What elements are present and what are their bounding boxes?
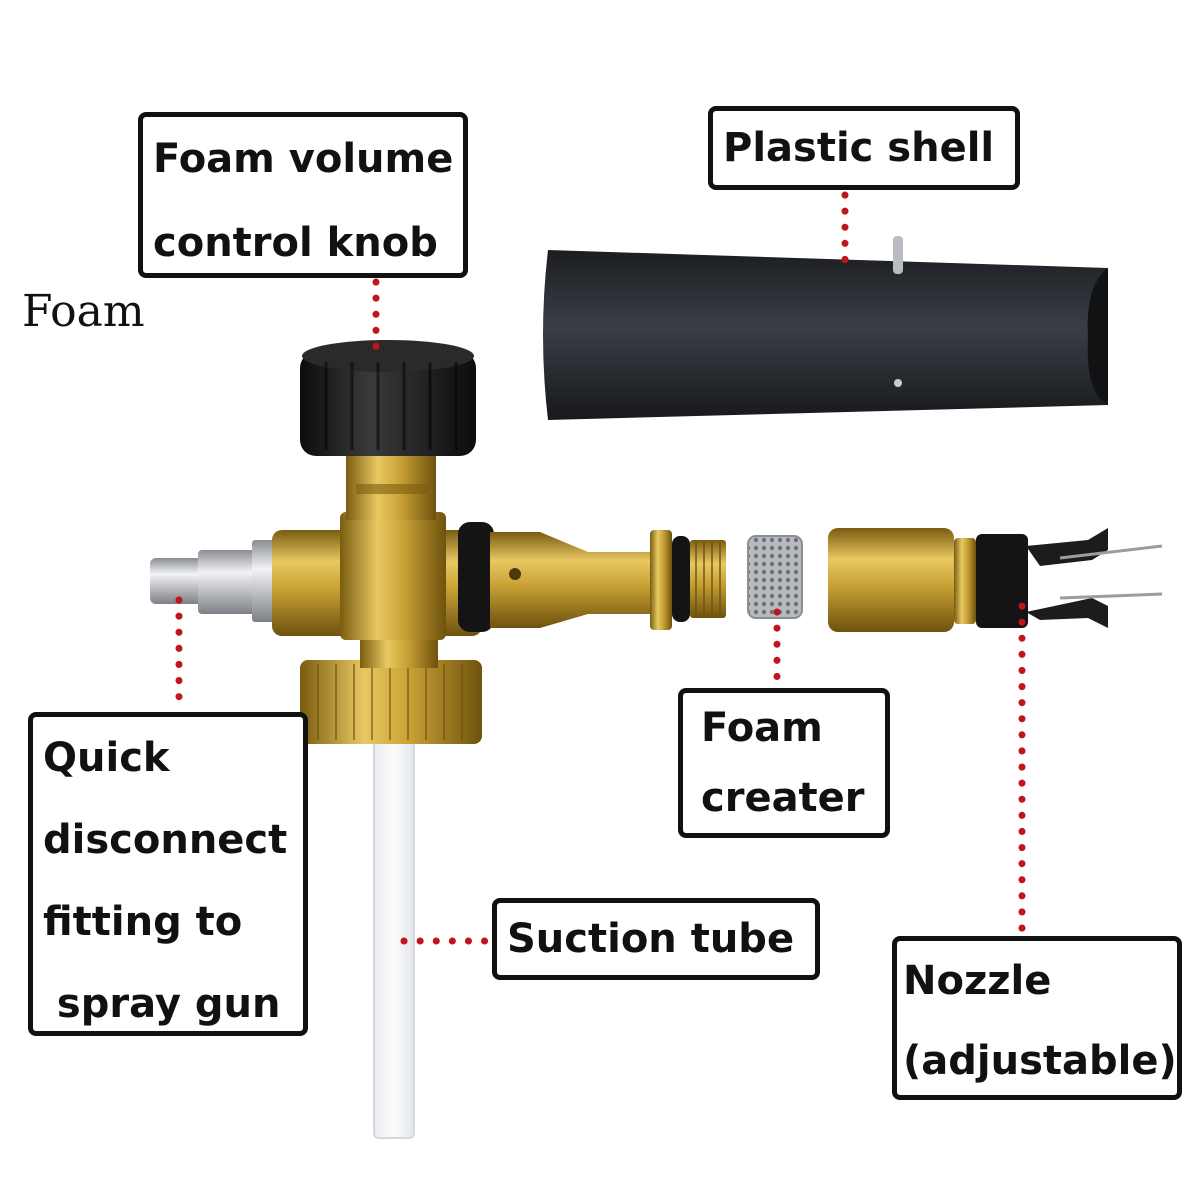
leader-lines — [175, 191, 1026, 945]
label-plastic-shell: Plastic shell — [708, 106, 1020, 190]
label-line: Plastic shell — [723, 125, 995, 171]
threaded-coupling-part — [650, 530, 726, 630]
label-line: creater — [701, 775, 865, 821]
label-foam-creater: Foam creater — [678, 688, 890, 838]
bottom-nut-part — [300, 660, 482, 744]
label-line: Foam — [701, 705, 823, 751]
foam-creater-part — [747, 535, 803, 619]
label-suction-tube: Suction tube — [492, 898, 820, 980]
label-line: Quick — [43, 735, 170, 781]
label-line: Suction tube — [507, 916, 795, 962]
quick-disconnect-part — [150, 540, 276, 622]
label-line: Nozzle — [903, 958, 1052, 1004]
label-line: control knob — [153, 220, 438, 266]
label-line: spray gun — [43, 981, 281, 1027]
label-line: Foam volume — [153, 136, 454, 182]
label-foam-volume-control-knob: Foam volume control knob — [138, 112, 468, 278]
foam-caption: Foam — [22, 286, 145, 337]
label-nozzle-adjustable: Nozzle (adjustable) — [892, 936, 1182, 1100]
label-line: disconnect — [43, 817, 288, 863]
label-quick-disconnect-fitting: Quick disconnect fitting to spray gun — [28, 712, 308, 1036]
label-line: fitting to — [43, 899, 243, 945]
label-line: (adjustable) — [903, 1038, 1177, 1084]
nozzle-part — [828, 528, 1163, 632]
brass-body-part — [272, 450, 482, 640]
volume-knob-part — [300, 340, 476, 456]
plastic-shell-part — [543, 236, 1108, 420]
suction-tube-part — [373, 737, 415, 1139]
